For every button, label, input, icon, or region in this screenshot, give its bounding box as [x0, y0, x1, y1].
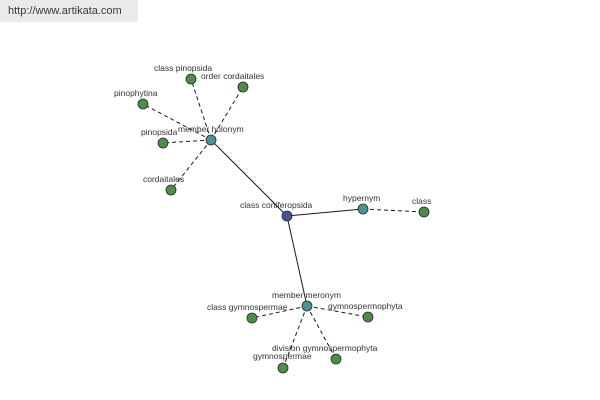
edge-holonym-cordaitales: [170, 139, 212, 191]
label-class-pinopsida: class pinopsida: [154, 63, 212, 73]
node-center-class-coniferopsida[interactable]: [281, 210, 293, 222]
source-link[interactable]: http://www.artikata.com: [0, 0, 138, 22]
edge-meronym-division-gymnospermophyta: [306, 305, 337, 360]
edge-holonym-pinophytina: [142, 103, 212, 141]
label-class-gymnospermae: class gymnospermae: [207, 302, 288, 312]
edge-holonym-order-cordaitales: [210, 86, 244, 141]
edge-meronym-gymnospermophyta: [306, 305, 369, 318]
node-member-meronym[interactable]: [301, 300, 313, 312]
edge-center-hypernym: [286, 208, 364, 217]
label-hypernym: hypernym: [343, 193, 380, 203]
label-order-cordaitales: order cordaitales: [201, 71, 264, 81]
label-cordaitales: cordaitales: [143, 174, 184, 184]
label-division-gymnospermophyta: division gymnospermophyta: [272, 343, 378, 353]
label-gymnospermae: gymnospermae: [253, 351, 312, 361]
label-member-holonym: member holonym: [178, 124, 244, 134]
node-class[interactable]: [418, 206, 430, 218]
node-cordaitales[interactable]: [165, 184, 177, 196]
node-member-holonym[interactable]: [205, 134, 217, 146]
node-class-gymnospermae[interactable]: [246, 312, 258, 324]
node-pinopsida[interactable]: [157, 137, 169, 149]
edge-center-member-meronym: [286, 215, 308, 307]
node-hypernym[interactable]: [357, 203, 369, 215]
label-pinopsida: pinopsida: [141, 127, 178, 137]
node-gymnospermae[interactable]: [277, 362, 289, 374]
label-class: class: [412, 196, 431, 206]
node-pinophytina[interactable]: [137, 98, 149, 110]
node-class-pinopsida[interactable]: [185, 73, 197, 85]
edge-hypernym-class: [362, 208, 425, 213]
label-gymnospermophyta: gymnospermophyta: [328, 301, 403, 311]
edge-holonym-pinopsida: [162, 139, 212, 144]
node-division-gymnospermophyta[interactable]: [330, 353, 342, 365]
node-order-cordaitales[interactable]: [237, 81, 249, 93]
edge-center-member-holonym: [210, 139, 288, 217]
edge-holonym-class-pinopsida: [190, 78, 212, 141]
label-member-meronym: member meronym: [272, 290, 341, 300]
label-class-coniferopsida: class coniferopsida: [240, 200, 313, 210]
node-gymnospermophyta[interactable]: [362, 311, 374, 323]
edge-meronym-class-gymnospermae: [251, 305, 308, 319]
label-pinophytina: pinophytina: [114, 88, 158, 98]
